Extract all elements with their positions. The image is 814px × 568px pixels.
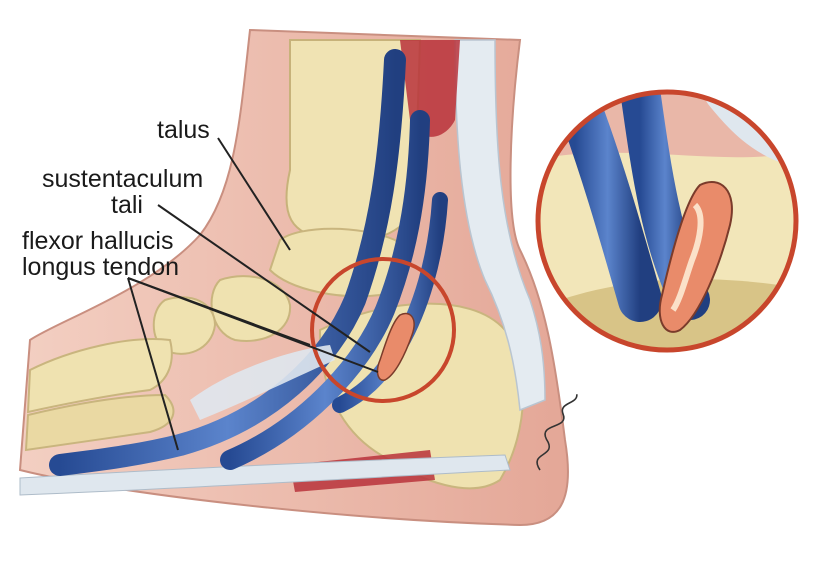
- talus-leader: [217, 137, 291, 251]
- zoom-region-circle: [310, 257, 456, 403]
- sustentaculum-leader: [157, 204, 371, 353]
- fhl-leader-c: [127, 277, 379, 373]
- inset-magnified: [538, 92, 796, 350]
- label-talus: talus: [157, 116, 210, 144]
- plantar-fascia: [19, 454, 511, 496]
- fhl-tunnel-small: [376, 312, 415, 381]
- achilles-tendon: [454, 39, 546, 412]
- label-sustentaculum-tali: sustentaculum tali: [42, 165, 204, 219]
- navicular-bone: [210, 275, 292, 342]
- artist-signature: [536, 394, 578, 471]
- tendon-2: [220, 110, 430, 470]
- fhl-leader-a: [127, 277, 179, 451]
- label-flexor-hallucis-longus-tendon: flexor hallucis longus tendon: [22, 227, 180, 281]
- metatarsal-bones: [26, 338, 173, 414]
- inset-circle-outline: [535, 89, 799, 353]
- ligament-fan: [190, 345, 335, 420]
- metatarsal-bones-lower: [24, 393, 175, 452]
